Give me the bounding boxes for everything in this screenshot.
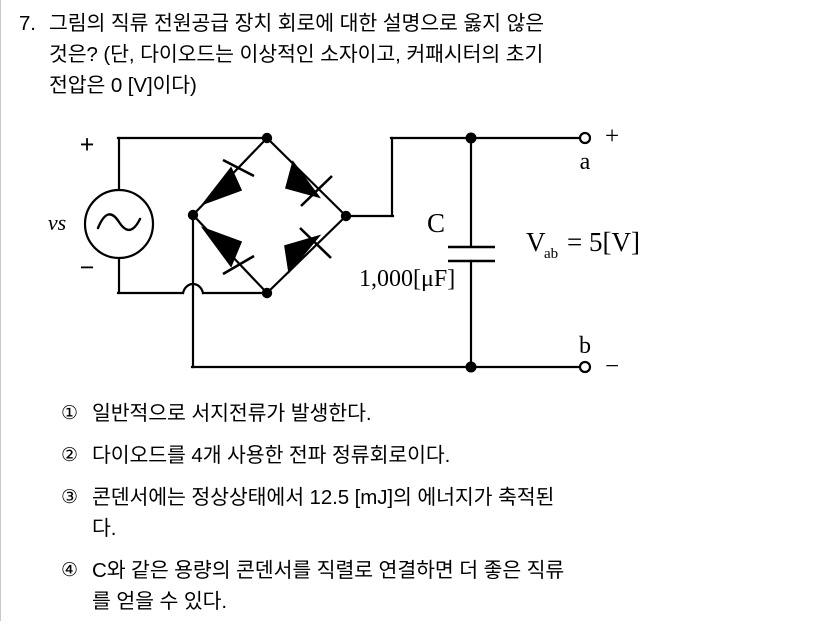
diode-lower-left: [200, 226, 255, 276]
circuit-wires: [116, 136, 581, 369]
junction-dots: [187, 132, 477, 373]
choice-1-marker: ①: [61, 403, 78, 424]
terminal-a-circle: [578, 131, 592, 145]
choice-1[interactable]: ① 일반적으로 서지전류가 발생한다.: [61, 398, 781, 429]
capacitor-value-label: 1,000[μF]: [359, 266, 455, 292]
ac-source-symbol: [83, 188, 155, 260]
diode-lower-right: [284, 227, 332, 274]
question-stem: 7. 그림의 직류 전원공급 장치 회로에 대한 설명으로 옳지 않은 것은? …: [19, 8, 719, 101]
diode-lower-left-bar: [222, 254, 255, 276]
question-text: 그림의 직류 전원공급 장치 회로에 대한 설명으로 옳지 않은 것은? (단,…: [49, 12, 545, 97]
choice-2[interactable]: ② 다이오드를 4개 사용한 전파 정류회로이다.: [61, 440, 781, 471]
source-plus-label: +: [80, 130, 95, 159]
diode-upper-left-triangle: [200, 166, 243, 206]
capacitor-symbol: [448, 245, 495, 263]
output-voltage-value: = 5[V]: [567, 227, 640, 257]
choice-4-marker: ④: [61, 560, 78, 581]
source-vs-main: vs: [48, 210, 66, 235]
diode-upper-right-bar: [300, 175, 333, 207]
node-bridge-left: [187, 209, 199, 221]
choice-4[interactable]: ④ C와 같은 용량의 콘덴서를 직렬로 연결하면 더 좋은 직류 를 얻을 수…: [61, 555, 781, 617]
terminal-b-circle: [578, 360, 592, 374]
bridge-branch-bottom-right: [265, 214, 348, 295]
answer-choices: ① 일반적으로 서지전류가 발생한다. ② 다이오드를 4개 사용한 전파 정류…: [61, 398, 781, 628]
diode-upper-right: [285, 160, 333, 207]
diode-lower-right-bar: [299, 227, 332, 259]
ac-source-sine: [96, 213, 142, 232]
terminal-b: [578, 360, 592, 374]
circuit-figure: + − vs C 1,000[μF] V ab = 5[V] + a b −: [1, 118, 701, 390]
circuit-svg: + − vs C 1,000[μF] V ab = 5[V] + a b −: [48, 123, 640, 380]
node-capacitor-top: [465, 132, 477, 144]
diode-upper-left: [200, 158, 255, 206]
choice-3-text: 콘덴서에는 정상상태에서 12.5 [mJ]의 에너지가 축적된 다.: [92, 486, 555, 540]
source-minus-label: −: [80, 253, 95, 282]
diode-lower-right-triangle: [284, 234, 322, 274]
choice-1-text: 일반적으로 서지전류가 발생한다.: [92, 402, 372, 425]
node-bridge-top: [261, 132, 273, 144]
choice-3-marker: ③: [61, 487, 78, 508]
diode-lower-left-triangle: [200, 226, 243, 268]
node-capacitor-bottom: [465, 361, 477, 373]
capacitor-label: C: [427, 208, 445, 238]
question-number: 7.: [19, 12, 36, 35]
choice-3[interactable]: ③ 콘덴서에는 정상상태에서 12.5 [mJ]의 에너지가 축적된 다.: [61, 482, 781, 544]
diode-upper-left-bar: [222, 158, 255, 178]
choice-4-text: C와 같은 용량의 콘덴서를 직렬로 연결하면 더 좋은 직류 를 얻을 수 있…: [92, 559, 565, 613]
terminal-a-sign: +: [605, 123, 619, 150]
node-bridge-right: [340, 210, 352, 222]
choice-2-marker: ②: [61, 445, 78, 466]
source-vs-label: vs: [48, 210, 66, 235]
diode-upper-right-triangle: [285, 160, 322, 199]
output-voltage-v: V: [526, 227, 546, 257]
bridge-branch-top-right: [265, 136, 348, 218]
terminal-a-label: a: [580, 149, 591, 175]
output-voltage-label: V ab = 5[V]: [526, 227, 640, 262]
choice-2-text: 다이오드를 4개 사용한 전파 정류회로이다.: [92, 444, 451, 467]
terminal-a: [578, 131, 592, 145]
terminal-b-sign: −: [605, 353, 619, 380]
output-voltage-subscript: ab: [544, 246, 558, 262]
node-bridge-bottom: [261, 287, 273, 299]
terminal-b-label: b: [579, 333, 591, 359]
